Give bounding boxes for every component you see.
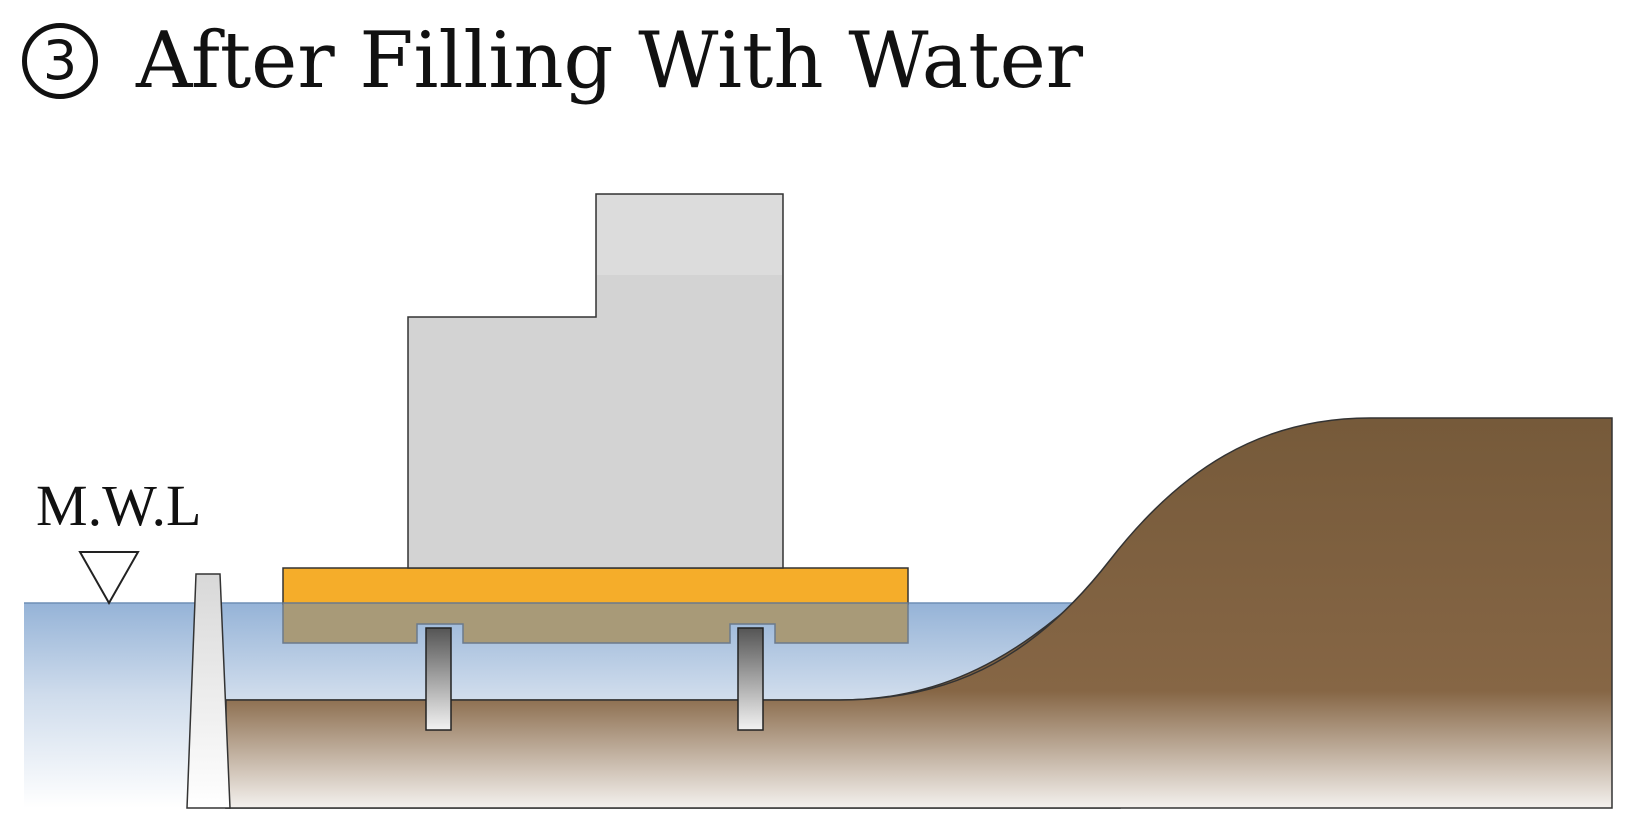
pile-right [737, 627, 764, 731]
water-level-label: M.W.L [36, 473, 201, 538]
title-text: After Filling With Water [136, 16, 1084, 106]
caisson-base-above-water [282, 567, 909, 605]
building-upper-shade [597, 195, 782, 275]
diagram-title: 3 After Filling With Water [22, 6, 1083, 116]
water-level-marker-icon [78, 551, 140, 606]
quay-wall [186, 573, 231, 809]
building [407, 193, 784, 569]
pile-left [425, 627, 452, 731]
step-number-badge: 3 [22, 23, 98, 99]
embankment-hill [225, 417, 1613, 809]
caisson-base-submerged [282, 602, 909, 644]
